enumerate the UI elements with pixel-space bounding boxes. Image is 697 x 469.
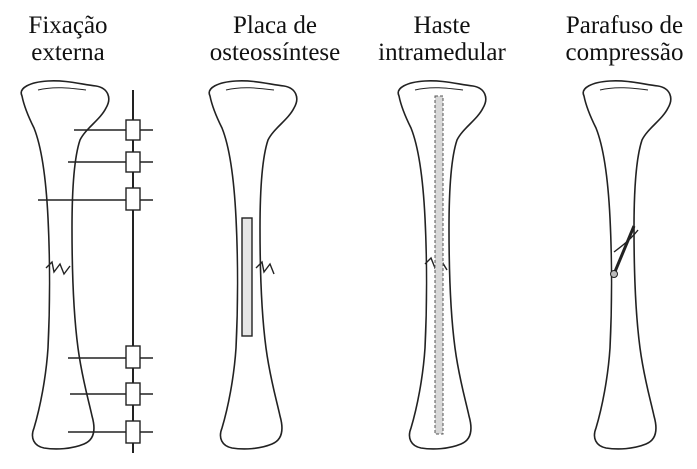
panel-compression-screw — [583, 81, 671, 449]
osteosynthesis-plate — [242, 218, 252, 336]
tibia-bone-2 — [209, 81, 297, 449]
clamp-2 — [126, 152, 140, 172]
tibia-bone-4 — [583, 81, 671, 449]
clamp-4 — [126, 346, 140, 368]
panel-intramedullary-nail — [398, 81, 486, 449]
panel-plate — [209, 81, 297, 449]
clamp-3 — [126, 188, 140, 210]
intramedullary-nail — [435, 96, 443, 434]
panel-external-fixation — [21, 81, 153, 453]
clamp-5 — [126, 383, 140, 405]
compression-screw-head — [611, 271, 618, 278]
clamp-6 — [126, 421, 140, 443]
clamp-1 — [126, 120, 140, 140]
